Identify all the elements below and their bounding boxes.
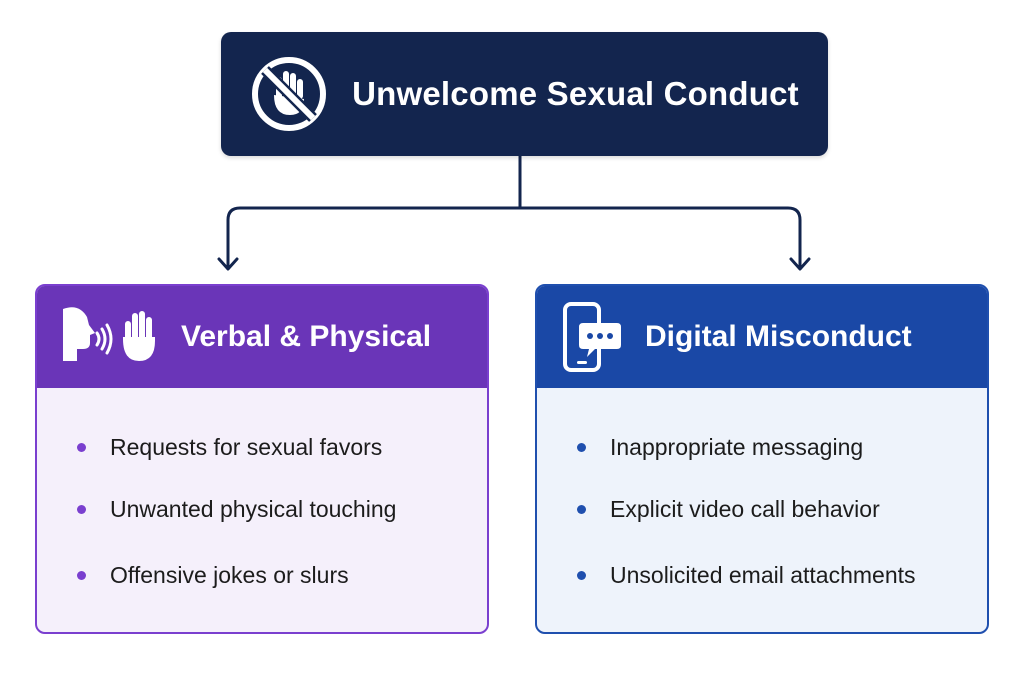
list-item: Unwanted physical touching xyxy=(77,496,396,523)
list-item-text: Unwanted physical touching xyxy=(110,496,397,522)
bullet-dot xyxy=(77,443,86,452)
no-hand-icon xyxy=(250,55,328,133)
list-item-text: Explicit video call behavior xyxy=(610,496,880,522)
arrowhead-left xyxy=(217,257,239,271)
bullet-dot xyxy=(577,443,586,452)
card-header: Digital Misconduct xyxy=(537,286,987,388)
list-item-text: Offensive jokes or slurs xyxy=(110,562,349,588)
category-card-verbal-physical: Verbal & Physical Requests for sexual fa… xyxy=(35,284,489,634)
bullet-dot xyxy=(577,571,586,580)
connector-left-branch xyxy=(226,206,522,270)
root-node: Unwelcome Sexual Conduct xyxy=(221,32,828,156)
bullet-dot xyxy=(77,505,86,514)
root-title: Unwelcome Sexual Conduct xyxy=(352,75,799,112)
card-title: Digital Misconduct xyxy=(645,320,912,353)
list-item-text: Requests for sexual favors xyxy=(110,434,383,460)
bullet-dot xyxy=(577,505,586,514)
speaking-head-icon xyxy=(59,303,113,372)
smartphone-chat-icon xyxy=(559,301,623,373)
list-item: Requests for sexual favors xyxy=(77,434,382,461)
list-item: Unsolicited email attachments xyxy=(577,562,916,589)
bullet-dot xyxy=(77,571,86,580)
card-header: Verbal & Physical xyxy=(37,286,487,388)
list-item: Inappropriate messaging xyxy=(577,434,863,461)
connector-right-branch xyxy=(518,206,802,270)
list-item: Explicit video call behavior xyxy=(577,496,880,523)
list-item-text: Unsolicited email attachments xyxy=(610,562,916,588)
card-title: Verbal & Physical xyxy=(181,320,432,353)
category-card-digital-misconduct: Digital Misconduct Inappropriate messagi… xyxy=(535,284,989,634)
list-item: Offensive jokes or slurs xyxy=(77,562,349,589)
list-item-text: Inappropriate messaging xyxy=(610,434,864,460)
arrowhead-right xyxy=(789,257,811,271)
raised-hand-icon xyxy=(119,307,159,368)
